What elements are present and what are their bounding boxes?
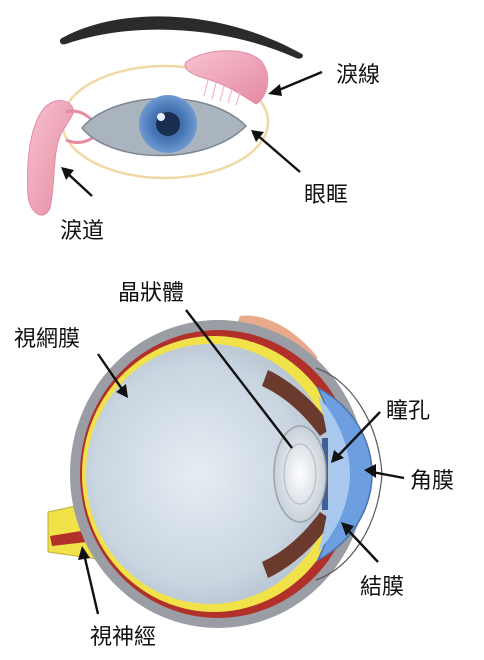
tear-duct-label: 淚道: [60, 219, 104, 244]
lacrimal-gland-leader: [274, 72, 322, 92]
eyebrow: [60, 16, 303, 58]
tear-duct: [28, 101, 74, 216]
pupil-highlight: [157, 113, 165, 121]
optic-nerve-leader: [84, 554, 98, 614]
optic-nerve-label: 視神經: [90, 625, 156, 650]
cornea-label: 角膜: [410, 469, 454, 494]
lacrimal-gland: [185, 51, 268, 104]
lens: [274, 426, 326, 522]
retina-label: 視網膜: [14, 327, 80, 352]
pupil-label: 瞳孔: [386, 399, 430, 424]
orbit-leader: [256, 134, 300, 172]
conjunctiva-leader: [346, 528, 378, 562]
lacrimal-gland-arrowhead: [268, 84, 282, 96]
conjunctiva-label: 結膜: [360, 575, 404, 600]
lens-label: 晶狀體: [118, 281, 184, 306]
external-eye: 淚線 眼眶 淚道: [28, 16, 380, 244]
tear-duct-leader: [66, 172, 92, 196]
eye-cross-section: 晶狀體 視網膜 瞳孔 角膜 結膜 視神經: [14, 281, 454, 650]
orbit-label: 眼眶: [304, 183, 348, 208]
lacrimal-gland-label: 淚線: [336, 63, 380, 88]
cornea-leader: [372, 472, 404, 478]
